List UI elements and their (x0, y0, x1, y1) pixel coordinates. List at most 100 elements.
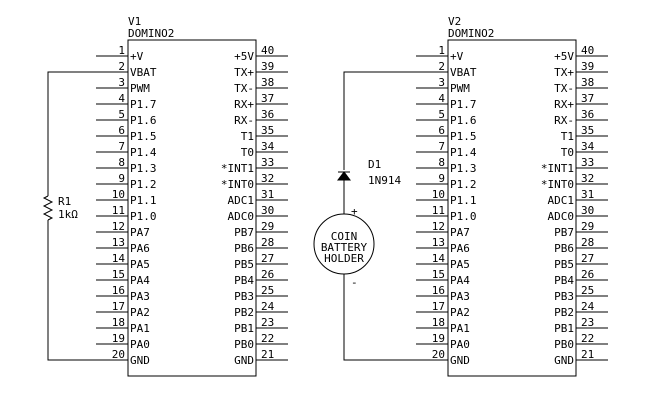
pin-number: 15 (112, 268, 125, 281)
battery-plus: + (351, 205, 358, 218)
pin-label: PB0 (554, 338, 574, 351)
pin-label: P1.5 (450, 130, 477, 143)
pin-number: 29 (581, 220, 594, 233)
pin-number: 20 (112, 348, 125, 361)
pin-label: PB6 (234, 242, 254, 255)
pin-number: 33 (581, 156, 594, 169)
pin-number: 26 (261, 268, 274, 281)
pin-label: *INT0 (221, 178, 254, 191)
battery-label-1: COIN (331, 230, 358, 243)
pin-number: 21 (261, 348, 274, 361)
pin-number: 26 (581, 268, 594, 281)
pin-label: P1.5 (130, 130, 157, 143)
pin-number: 36 (261, 108, 274, 121)
pin-label: P1.2 (130, 178, 157, 191)
pin-label: PWM (130, 82, 150, 95)
pin-label: TX- (554, 82, 574, 95)
pin-number: 8 (118, 156, 125, 169)
pin-number: 2 (438, 60, 445, 73)
pin-label: VBAT (450, 66, 477, 79)
pin-label: P1.1 (130, 194, 157, 207)
pin-number: 25 (261, 284, 274, 297)
pin-label: PB1 (554, 322, 574, 335)
pin-label: *INT1 (221, 162, 254, 175)
pin-number: 19 (112, 332, 125, 345)
pin-number: 19 (432, 332, 445, 345)
pin-number: 12 (432, 220, 445, 233)
pin-number: 37 (261, 92, 274, 105)
diode-icon (337, 171, 351, 181)
pin-label: PA6 (450, 242, 470, 255)
pin-label: T1 (561, 130, 574, 143)
pin-label: PA2 (130, 306, 150, 319)
pin-number: 7 (118, 140, 125, 153)
pin-number: 38 (581, 76, 594, 89)
pin-number: 36 (581, 108, 594, 121)
r1-wire-bottom (47, 220, 96, 361)
pin-number: 32 (261, 172, 274, 185)
pin-number: 3 (118, 76, 125, 89)
pin-label: RX+ (234, 98, 254, 111)
pin-number: 10 (432, 188, 445, 201)
pin-number: 23 (581, 316, 594, 329)
pin-label: PA7 (450, 226, 470, 239)
pin-label: PA6 (130, 242, 150, 255)
pin-number: 17 (112, 300, 125, 313)
pin-label: P1.3 (450, 162, 477, 175)
pin-label: P1.6 (450, 114, 477, 127)
pin-label: +V (130, 50, 144, 63)
pin-number: 34 (581, 140, 595, 153)
pin-label: PA4 (450, 274, 470, 287)
pin-number: 14 (112, 252, 126, 265)
pin-label: PB4 (234, 274, 254, 287)
pin-number: 28 (261, 236, 274, 249)
pin-number: 2 (118, 60, 125, 73)
pin-label: PB2 (234, 306, 254, 319)
pin-label: RX- (234, 114, 254, 127)
pin-label: P1.4 (130, 146, 157, 159)
pin-label: ADC0 (228, 210, 255, 223)
pin-number: 30 (581, 204, 594, 217)
pin-label: TX+ (234, 66, 254, 79)
pin-number: 22 (581, 332, 594, 345)
pin-number: 24 (261, 300, 275, 313)
battery-label-3: HOLDER (324, 252, 364, 265)
pin-number: 3 (438, 76, 445, 89)
pin-label: T0 (561, 146, 574, 159)
pin-label: PWM (450, 82, 470, 95)
pin-number: 16 (112, 284, 125, 297)
pin-label: PA0 (450, 338, 470, 351)
pin-number: 35 (261, 124, 274, 137)
pin-number: 30 (261, 204, 274, 217)
pin-label: PA3 (130, 290, 150, 303)
resistor-ref: R1 (58, 195, 71, 208)
pin-label: GND (554, 354, 574, 367)
pin-number: 13 (112, 236, 125, 249)
pin-label: PB0 (234, 338, 254, 351)
pin-label: PB1 (234, 322, 254, 335)
chip-v2-part: DOMINO2 (448, 27, 494, 40)
pin-number: 21 (581, 348, 594, 361)
pin-label: *INT1 (541, 162, 574, 175)
pin-number: 40 (261, 44, 274, 57)
pin-number: 4 (118, 92, 125, 105)
pin-number: 15 (432, 268, 445, 281)
pin-label: PA1 (450, 322, 470, 335)
pin-number: 11 (432, 204, 445, 217)
pin-number: 1 (438, 44, 445, 57)
pin-number: 31 (581, 188, 594, 201)
pin-number: 13 (432, 236, 445, 249)
pin-number: 31 (261, 188, 274, 201)
pin-label: T0 (241, 146, 254, 159)
chip-v2-body (447, 39, 577, 377)
pin-number: 23 (261, 316, 274, 329)
pin-number: 5 (118, 108, 125, 121)
resistor-zigzag (42, 195, 54, 221)
pin-number: 33 (261, 156, 274, 169)
r1-wire-top (47, 71, 96, 196)
pin-label: PA7 (130, 226, 150, 239)
